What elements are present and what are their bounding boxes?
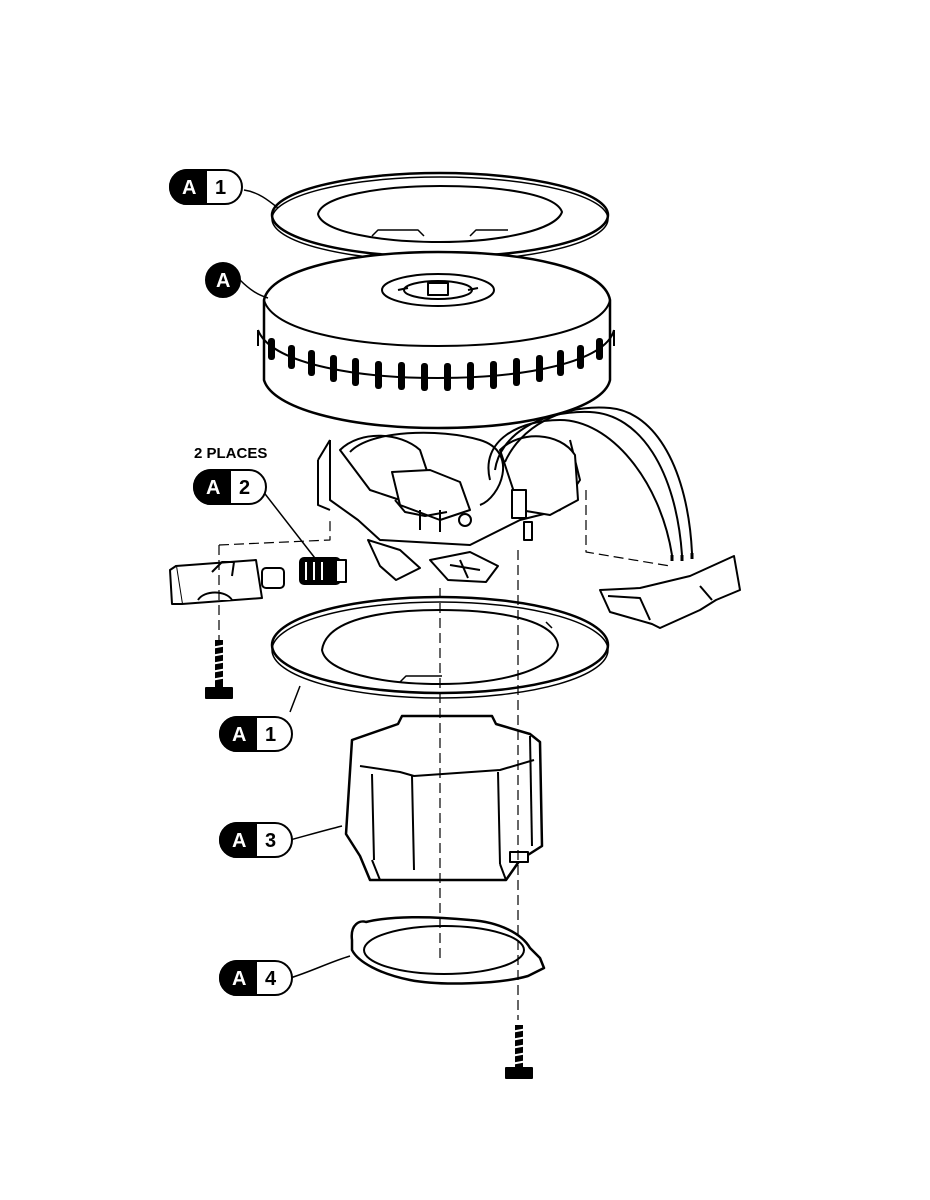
callout-number: 4 (265, 968, 277, 990)
callout-a1-top[interactable]: A 1 (169, 169, 243, 205)
callout-a1-bottom[interactable]: A 1 (219, 716, 293, 752)
field-stator (344, 714, 544, 882)
callout-number: 2 (239, 477, 250, 499)
leader-lines (239, 189, 351, 979)
callout-a4[interactable]: A 4 (219, 960, 293, 996)
carbon-brush (299, 557, 347, 585)
callout-a[interactable]: A (205, 262, 241, 298)
bottom-screw (505, 1025, 533, 1079)
callout-letter: A (206, 477, 220, 499)
brush-screw (205, 640, 233, 699)
callout-letter: A (232, 724, 246, 746)
bracket (350, 915, 546, 985)
callout-letter: A (232, 830, 246, 852)
fan-assembly (367, 539, 499, 583)
callout-letter: A (232, 968, 246, 990)
top-gasket-ring (270, 171, 610, 262)
motor-housing (257, 250, 615, 430)
callout-a2[interactable]: A 2 (193, 469, 267, 505)
callout-number: 1 (265, 724, 276, 746)
callout-number: 3 (265, 830, 276, 852)
bottom-gasket-ring (270, 595, 610, 699)
motor-body (317, 406, 694, 561)
callout-a3[interactable]: A 3 (219, 822, 293, 858)
wiring-flap (599, 555, 741, 629)
callout-letter: A (216, 270, 230, 292)
brush-holder (169, 559, 285, 605)
callout-number: 1 (215, 177, 226, 199)
assembly-lines (218, 490, 671, 1020)
note-2-places: 2 PLACES (194, 445, 267, 462)
housing-vents (268, 338, 603, 391)
callout-letter: A (182, 177, 196, 199)
